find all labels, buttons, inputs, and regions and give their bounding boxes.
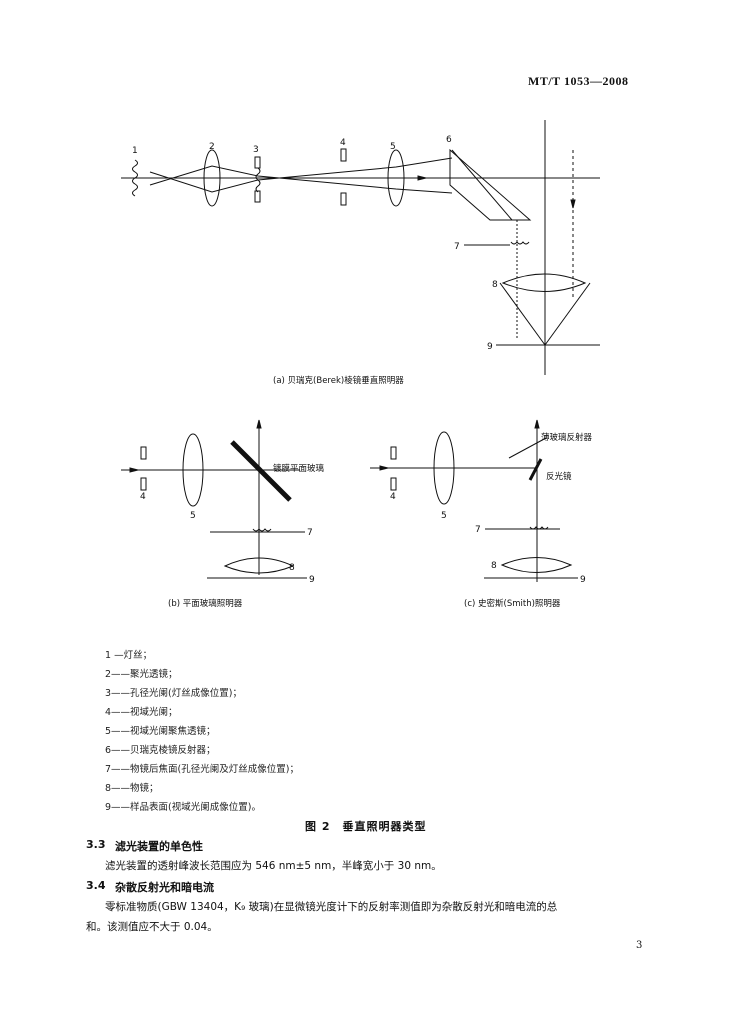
- legend-item-1: 1 —灯丝；: [105, 650, 153, 661]
- aperture-stop-3-top: [254, 156, 261, 169]
- focusing-lens-5: [387, 149, 405, 207]
- caption-b: (b) 平面玻璃照明器: [168, 598, 243, 609]
- arrow-c-1: [379, 465, 389, 471]
- lens-5b: [182, 433, 204, 507]
- section-3-3-title: 滤光装置的单色性: [115, 840, 203, 853]
- label-a-5: 5: [390, 142, 396, 152]
- arrow-b-1: [129, 467, 139, 473]
- field-stop-4c-top: [390, 446, 397, 460]
- objective-8b: [223, 557, 295, 574]
- back-focal-7: [510, 241, 530, 245]
- caption-a: (a) 贝瑞克(Berek)棱镜垂直照明器: [273, 375, 404, 386]
- berek-prism-6: [449, 148, 532, 221]
- label-a-3: 3: [253, 145, 259, 155]
- field-stop-4b-bottom: [140, 477, 147, 491]
- coated-glass: [230, 440, 292, 502]
- caption-c: (c) 史密斯(Smith)照明器: [464, 598, 561, 609]
- legend-item-7: 7——物镜后焦面(孔径光阑及灯丝成像位置)；: [105, 764, 299, 775]
- section-3-3-number: 3.3: [86, 838, 106, 851]
- filament-1: [132, 159, 138, 197]
- reflector-label: 反光镜: [546, 471, 572, 482]
- label-b-9: 9: [309, 575, 315, 585]
- label-c-9: 9: [580, 575, 586, 585]
- label-c-8: 8: [491, 561, 497, 571]
- label-b-8: 8: [289, 563, 295, 573]
- diagram-b: [121, 420, 307, 579]
- label-b-5: 5: [190, 511, 196, 521]
- legend-item-4: 4——视域光阑；: [105, 707, 178, 718]
- field-stop-4b-top: [140, 446, 147, 460]
- label-c-5: 5: [441, 511, 447, 521]
- label-a-7: 7: [454, 242, 460, 252]
- reflector-mirror: [528, 458, 543, 481]
- arrow-c-2: [534, 419, 540, 429]
- label-a-9: 9: [487, 342, 493, 352]
- objective-8c: [500, 557, 573, 573]
- focus-ray-2: [544, 282, 591, 346]
- section-3-4-title: 杂散反射光和暗电流: [115, 881, 214, 894]
- section-3-3-text: 滤光装置的透射峰波长范围应为 546 nm±5 nm，半峰宽小于 30 nm。: [105, 860, 442, 872]
- diagram-c: [370, 420, 578, 582]
- label-a-2: 2: [209, 142, 215, 152]
- section-3-4-number: 3.4: [86, 879, 106, 892]
- label-b-7: 7: [307, 528, 313, 538]
- legend-item-3: 3——孔径光阑(灯丝成像位置)；: [105, 688, 242, 699]
- legend-item-5: 5——视域光阑聚焦透镜；: [105, 726, 216, 737]
- legend-item-2: 2——聚光透镜；: [105, 669, 178, 680]
- coated-glass-label: 镀膜平面玻璃: [273, 463, 325, 474]
- prism-diagonal: [451, 149, 513, 221]
- field-stop-4-top: [340, 148, 347, 162]
- label-a-8: 8: [492, 280, 498, 290]
- label-a-1: 1: [132, 146, 138, 156]
- field-stop-4-bottom: [340, 192, 347, 206]
- section-3-4-text-line-1: 零标准物质(GBW 13404，K₉ 玻璃)在显微镜光度计下的反射率测值即为杂散…: [105, 901, 558, 913]
- arrow-a-2: [570, 199, 576, 209]
- page-number: 3: [636, 940, 643, 951]
- section-3-4-text-line-2: 和。该测值应不大于 0.04。: [86, 921, 218, 933]
- legend-item-9: 9——样品表面(视域光阑成像位置)。: [105, 802, 261, 813]
- lens-5c: [433, 431, 455, 505]
- figure-title: 图 2 垂直照明器类型: [305, 820, 427, 833]
- legend-item-6: 6——贝瑞克棱镜反射器；: [105, 745, 216, 756]
- thin-glass-reflector: [508, 437, 547, 459]
- label-c-4: 4: [390, 492, 396, 502]
- aperture-stop-3-bottom: [254, 190, 261, 203]
- ray-a-2: [149, 165, 453, 194]
- label-b-4: 4: [140, 492, 146, 502]
- back-focal-7b: [252, 528, 272, 532]
- objective-8: [501, 273, 587, 292]
- ray-a-1: [149, 157, 453, 193]
- label-a-4: 4: [340, 138, 346, 148]
- arrow-a-1: [417, 175, 427, 181]
- label-a-6: 6: [446, 135, 452, 145]
- standard-code: MT/T 1053—2008: [528, 74, 629, 88]
- diagram-a: [121, 120, 600, 375]
- focus-ray-1: [499, 282, 546, 346]
- arrow-b-2: [256, 419, 262, 429]
- label-c-7: 7: [475, 525, 481, 535]
- legend-item-8: 8——物镜；: [105, 783, 159, 794]
- thin-glass-label: 薄玻璃反射器: [541, 432, 593, 443]
- condenser-lens-2: [203, 149, 221, 207]
- field-stop-4c-bottom: [390, 477, 397, 491]
